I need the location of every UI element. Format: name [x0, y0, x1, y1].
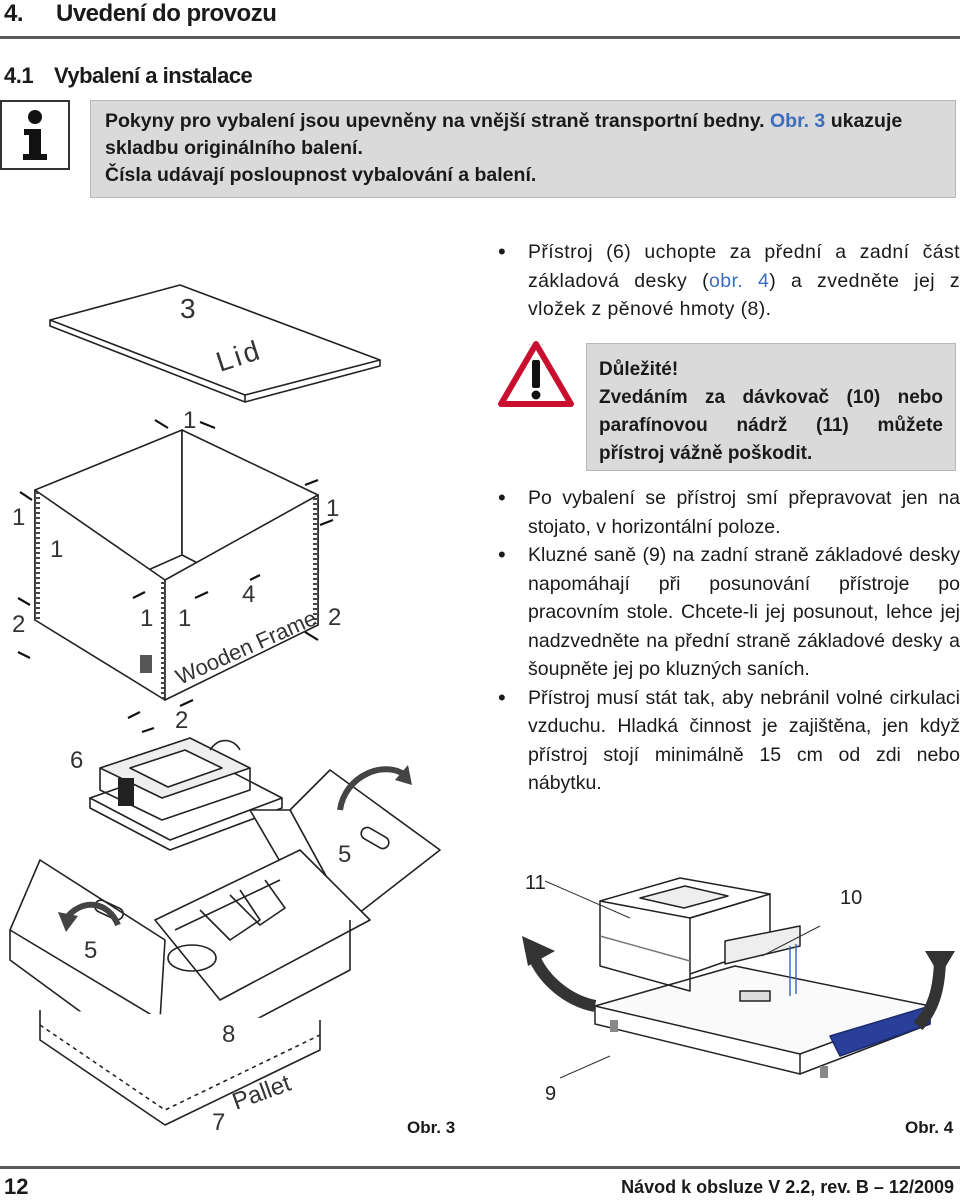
list-item: Kluzné saně (9) na zadní straně základov…: [498, 541, 960, 684]
instruction-list-1: Přístroj (6) uchopte za přední a zadní č…: [498, 238, 960, 324]
frame-front-right: [164, 494, 319, 701]
bullet1-text-b: ) a zvedněte jej z vložek z pěnové hmoty…: [528, 269, 960, 321]
document-reference: Návod k obsluze V 2.2, rev. B – 12/2009: [621, 1177, 954, 1197]
info-text-c: Čísla udávají posloupnost vybalování a b…: [105, 164, 537, 186]
warning-title: Důležité!: [599, 359, 679, 380]
label-screw-1: 1: [183, 407, 196, 434]
info-icon: [0, 100, 70, 170]
label-instrument-number: 6: [70, 747, 83, 774]
dispenser-arm: [724, 925, 801, 965]
subsection-number: 4.1: [4, 63, 34, 88]
foam-insert: [154, 849, 371, 1001]
list-item: Přístroj (6) uchopte za přední a zadní č…: [498, 238, 960, 324]
list-item: Přístroj musí stát tak, aby nebránil vol…: [498, 684, 960, 798]
instruction-list-2: Po vybalení se přístroj smí přepravovat …: [498, 484, 960, 798]
subsection-heading: 4.1 Vybalení a instalace: [4, 63, 253, 89]
bullet1-text-a: Přístroj (6) uchopte za přední a zadní č…: [528, 241, 960, 292]
label-lid-number: 3: [180, 293, 196, 324]
pallet: [39, 1010, 321, 1126]
footer-rule: [0, 1166, 960, 1169]
warning-note: Důležité! Zvedáním za dávkovač (10) nebo…: [586, 343, 956, 471]
list-item: Po vybalení se přístroj smí přepravovat …: [498, 484, 960, 541]
warning-triangle-icon: [498, 340, 574, 408]
info-note: Pokyny pro vybalení jsou upevněny na vně…: [90, 100, 956, 198]
label-screw-2: 2: [328, 604, 341, 631]
label-screw-2: 2: [175, 707, 188, 734]
page-number: 12: [4, 1174, 29, 1199]
box-flap-left: [9, 859, 166, 1021]
info-text-a: Pokyny pro vybalení jsou upevněny na vně…: [105, 110, 765, 132]
figure-4-caption: Obr. 4: [905, 1118, 954, 1137]
section-number: 4.: [4, 0, 24, 27]
subsection-title: Vybalení a instalace: [54, 63, 253, 88]
label-dispenser: 10: [840, 887, 862, 909]
info-figure-reference[interactable]: Obr. 3: [770, 110, 826, 132]
section-title: Uvedení do provozu: [56, 0, 277, 27]
warning-text: Zvedáním za dávkovač (10) nebo parafínov…: [599, 387, 943, 464]
label-screw-2: 2: [12, 611, 25, 638]
packaging-illustration: 3 Lid 1 1 1 1 1 1 2 2 2 4 Wooden Frame 6…: [0, 280, 470, 1136]
instrument-illustration: 11 10 9: [500, 856, 960, 1114]
label-screw-1: 1: [50, 536, 63, 563]
label-sliding-runners: 9: [545, 1083, 556, 1105]
bullet1-figure-reference[interactable]: obr. 4: [708, 269, 770, 292]
label-screw-1: 1: [178, 605, 191, 632]
label-pallet-number: 7: [212, 1109, 225, 1130]
header-rule: [0, 36, 960, 39]
label-flap-number: 5: [338, 841, 351, 868]
figure-3-caption: Obr. 3: [407, 1118, 456, 1137]
label-screw-1: 1: [140, 605, 153, 632]
info-text-b: ukazuje skladbu originálního balení.: [105, 110, 903, 159]
label-screw-1: 1: [12, 504, 25, 531]
label-foam-number: 8: [222, 1021, 235, 1048]
label-screw-1: 1: [326, 495, 339, 522]
label-paraffin-tank: 11: [525, 872, 546, 894]
label-frame-number: 4: [242, 581, 255, 608]
label-flap-number: 5: [84, 937, 97, 964]
section-heading: 4. Uvedení do provozu: [4, 0, 277, 28]
blue-edge: [829, 1005, 931, 1057]
